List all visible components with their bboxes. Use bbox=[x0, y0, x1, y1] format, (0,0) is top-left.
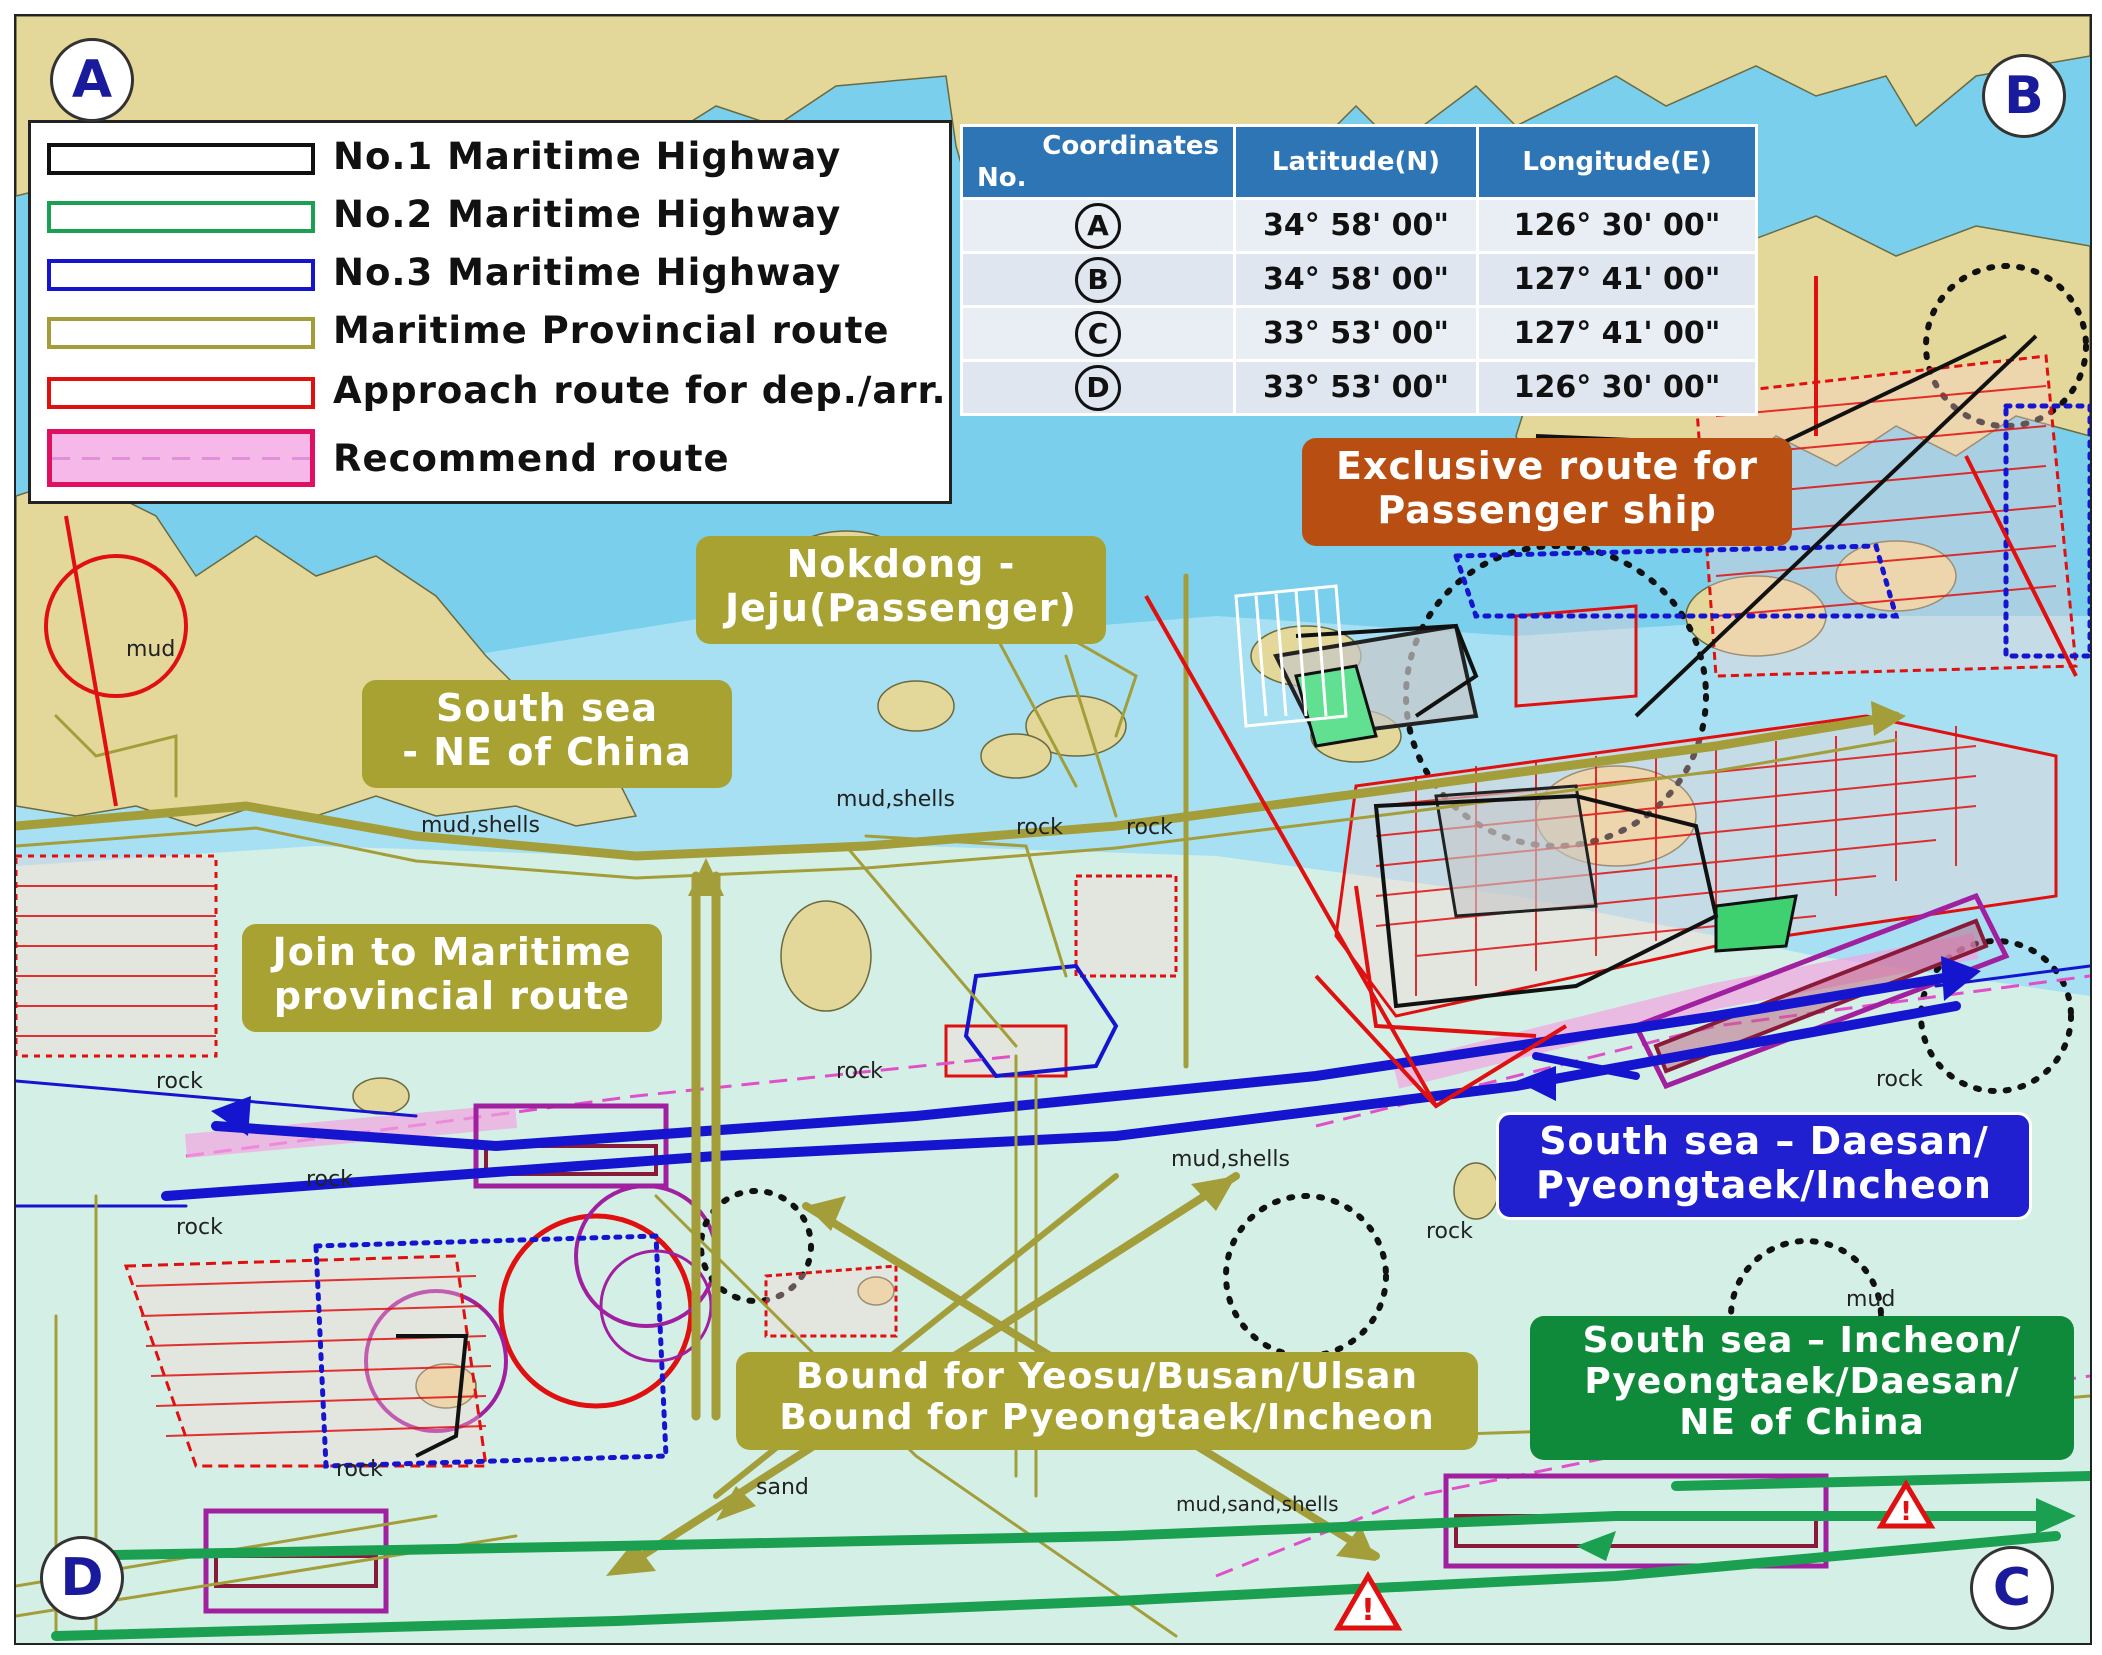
no3-highway bbox=[16, 964, 2090, 1208]
row-longitude: 127° 41' 00" bbox=[1476, 251, 1758, 308]
grid-area bbox=[1234, 584, 1348, 728]
legend-label: No.1 Maritime Highway bbox=[333, 135, 842, 178]
island bbox=[980, 733, 1052, 779]
legend-item: Maritime Provincial route bbox=[31, 303, 949, 359]
legend-item: Recommend route bbox=[31, 423, 949, 487]
island bbox=[352, 1077, 410, 1115]
island bbox=[1835, 540, 1957, 612]
coordinates-table: Coordinates No. Latitude(N) Longitude(E)… bbox=[960, 124, 1758, 416]
arrowhead bbox=[1941, 956, 1981, 1001]
island bbox=[857, 1276, 895, 1306]
anchorage-circle bbox=[698, 1188, 814, 1304]
shaded-zone bbox=[1434, 784, 1598, 918]
blue-zone bbox=[963, 963, 1119, 1079]
row-no: D bbox=[960, 359, 1236, 416]
legend-swatch bbox=[47, 377, 315, 409]
arrowhead bbox=[211, 1096, 251, 1136]
legend-swatch bbox=[47, 429, 315, 487]
approach-circle bbox=[44, 554, 188, 698]
table-row: D 33° 53' 00" 126° 30' 00" bbox=[960, 359, 1758, 416]
warning-triangle-icon: ! bbox=[1876, 1479, 1936, 1529]
arrowhead bbox=[806, 1196, 846, 1231]
svg-text:!: ! bbox=[1900, 1497, 1912, 1527]
label-south-sea-incheon: South sea – Incheon/ Pyeongtaek/Daesan/ … bbox=[1530, 1316, 2074, 1460]
warning-triangle-icon: ! bbox=[1333, 1570, 1403, 1631]
header-corner-bottom: No. bbox=[977, 163, 1027, 193]
arrowhead bbox=[606, 1541, 656, 1576]
legend-swatch bbox=[47, 259, 315, 291]
svg-text:!: ! bbox=[1361, 1593, 1375, 1628]
table-row: A 34° 58' 00" 126° 30' 00" bbox=[960, 197, 1758, 254]
corner-marker-a: A bbox=[50, 38, 134, 122]
arrowhead bbox=[688, 858, 724, 896]
label-exclusive-route: Exclusive route for Passenger ship bbox=[1302, 438, 1792, 546]
approach-circle bbox=[599, 1249, 713, 1363]
row-latitude: 33° 53' 00" bbox=[1233, 305, 1479, 362]
green-zone bbox=[1294, 664, 1378, 748]
label-nokdong-jeju: Nokdong - Jeju(Passenger) bbox=[696, 536, 1106, 644]
header-corner: Coordinates No. bbox=[960, 124, 1236, 200]
label-south-sea-daesan: South sea – Daesan/ Pyeongtaek/Incheon bbox=[1496, 1112, 2032, 1220]
legend-item: No.2 Maritime Highway bbox=[31, 187, 949, 243]
legend-label: No.2 Maritime Highway bbox=[333, 193, 842, 236]
arrowhead bbox=[1336, 1526, 1376, 1561]
arrowhead bbox=[1191, 1176, 1236, 1211]
green-zone bbox=[1714, 894, 1798, 953]
chart-frame: ! ! mud mud,shells mud,shells mud,shells… bbox=[14, 14, 2092, 1645]
row-no: C bbox=[960, 305, 1236, 362]
approach-circle bbox=[364, 1289, 508, 1433]
island bbox=[1453, 1162, 1499, 1220]
row-longitude: 126° 30' 00" bbox=[1476, 197, 1758, 254]
row-no: B bbox=[960, 251, 1236, 308]
table-header-row: Coordinates No. Latitude(N) Longitude(E) bbox=[960, 124, 1758, 200]
table-row: C 33° 53' 00" 127° 41' 00" bbox=[960, 305, 1758, 362]
header-corner-top: Coordinates bbox=[1042, 131, 1219, 161]
corner-marker-d: D bbox=[40, 1536, 124, 1620]
label-join-provincial: Join to Maritime provincial route bbox=[242, 924, 662, 1032]
legend-label: Recommend route bbox=[333, 437, 730, 480]
arrowhead bbox=[1516, 1066, 1556, 1101]
legend-label: No.3 Maritime Highway bbox=[333, 251, 842, 294]
corner-marker-c: C bbox=[1970, 1546, 2054, 1630]
row-latitude: 34° 58' 00" bbox=[1233, 197, 1479, 254]
legend-label: Maritime Provincial route bbox=[333, 309, 890, 352]
row-longitude: 126° 30' 00" bbox=[1476, 359, 1758, 416]
row-latitude: 34° 58' 00" bbox=[1233, 251, 1479, 308]
blue-dotted-regions bbox=[313, 403, 2090, 1469]
legend-item: No.1 Maritime Highway bbox=[31, 129, 949, 185]
header-longitude: Longitude(E) bbox=[1476, 124, 1758, 200]
table-row: B 34° 58' 00" 127° 41' 00" bbox=[960, 251, 1758, 308]
corner-marker-b: B bbox=[1982, 54, 2066, 138]
arrowhead bbox=[716, 1486, 756, 1521]
anchorage-circle bbox=[1403, 543, 1709, 849]
arrowhead bbox=[2036, 1498, 2076, 1534]
anchorage-circle bbox=[1918, 938, 2074, 1094]
row-no: A bbox=[960, 197, 1236, 254]
legend-label: Approach route for dep./arr. bbox=[333, 369, 947, 412]
legend-swatch bbox=[47, 317, 315, 349]
arrowhead bbox=[1576, 1531, 1616, 1561]
row-latitude: 33° 53' 00" bbox=[1233, 359, 1479, 416]
legend-item: Approach route for dep./arr. bbox=[31, 363, 949, 419]
label-bound-for: Bound for Yeosu/Busan/Ulsan Bound for Py… bbox=[736, 1352, 1478, 1450]
label-south-sea-ne-china: South sea - NE of China bbox=[362, 680, 732, 788]
header-latitude: Latitude(N) bbox=[1233, 124, 1479, 200]
legend-swatch bbox=[47, 143, 315, 175]
row-longitude: 127° 41' 00" bbox=[1476, 305, 1758, 362]
arrowhead bbox=[1871, 701, 1906, 736]
island bbox=[877, 680, 955, 732]
legend-item: No.3 Maritime Highway bbox=[31, 245, 949, 301]
island bbox=[780, 900, 872, 1012]
legend-swatch bbox=[47, 201, 315, 233]
approach-lines bbox=[64, 276, 2078, 1109]
no2-highway bbox=[51, 1471, 2090, 1641]
